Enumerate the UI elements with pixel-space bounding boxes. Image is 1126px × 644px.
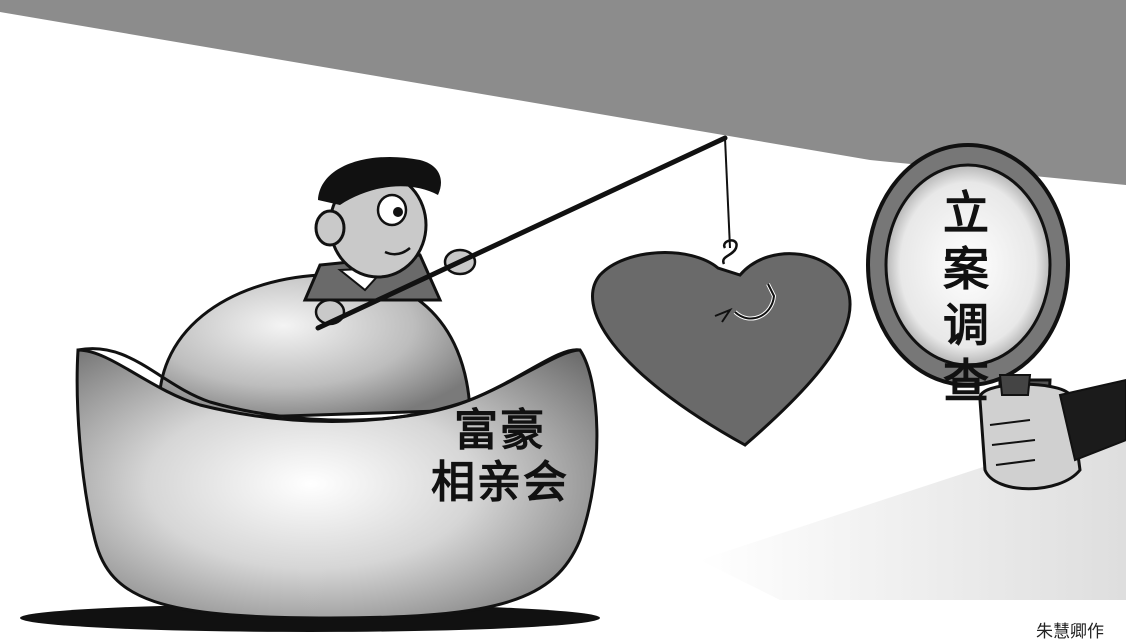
ingot-label: 富豪 相亲会: [400, 405, 600, 509]
artist-credit: 朱慧卿作: [1036, 622, 1104, 642]
ceiling-shadow: [0, 0, 1126, 185]
heart-bait: [591, 239, 852, 447]
man-figure: [302, 156, 477, 326]
magnifier-char: 案: [943, 242, 989, 296]
magnifier-char: 立: [943, 186, 989, 240]
magnifier-hand: [978, 378, 1126, 491]
ingot-rim: [77, 347, 581, 422]
fishing-line: [724, 137, 731, 249]
fishing-rod: [315, 135, 728, 331]
magnifier: [866, 143, 1070, 396]
ingot-body: [75, 348, 599, 620]
magnifier-char: 查: [943, 354, 989, 408]
magnifier-char: 调: [943, 298, 989, 352]
ingot-label-line1: 富豪: [454, 405, 546, 456]
ingot-label-line2: 相亲会: [431, 457, 569, 508]
magnifier-label: 立 案 调 查: [936, 185, 996, 409]
